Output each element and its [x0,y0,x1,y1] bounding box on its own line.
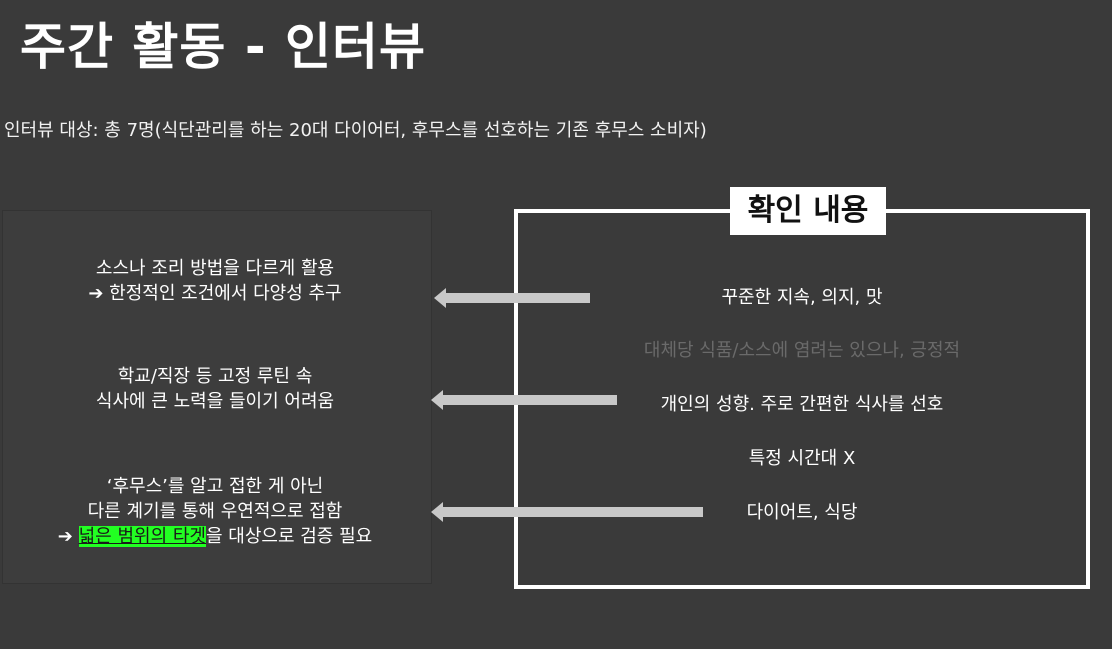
check-item-3: 개인의 성향. 주로 간편한 식사를 선호 [660,394,944,415]
finding-3-highlight: 넓은 범위의 타겟 [78,526,206,547]
arrow-left-icon [434,288,590,308]
finding-1-line-1: 소스나 조리 방법을 다르게 활용 [95,258,335,279]
finding-3-line-3: ➔ 넓은 범위의 타겟을 대상으로 검증 필요 [0,524,430,549]
finding-3-line-2: 다른 계기를 통해 우연적으로 접함 [87,501,343,522]
finding-3-arrow-prefix: ➔ [57,526,79,547]
finding-3-line-1: ‘후무스’를 알고 접한 게 아닌 [106,476,324,497]
arrow-left-icon [431,502,703,522]
finding-2: 학교/직장 등 고정 루틴 속 식사에 큰 노력을 들이기 어려움 [0,364,430,414]
check-box-title: 확인 내용 [730,187,886,235]
arrow-left-icon [431,390,617,410]
finding-3-suffix: 을 대상으로 검증 필요 [205,526,373,547]
findings-panel [2,210,432,584]
check-item-4: 특정 시간대 X [748,448,856,469]
finding-1-line-2: ➔ 한정적인 조건에서 다양성 추구 [88,283,342,304]
check-item-1: 꾸준한 지속, 의지, 맛 [721,287,883,308]
finding-1: 소스나 조리 방법을 다르게 활용 ➔ 한정적인 조건에서 다양성 추구 [0,256,430,306]
check-item-2: 대체당 식품/소스에 염려는 있으나, 긍정적 [643,340,961,361]
finding-3: ‘후무스’를 알고 접한 게 아닌 다른 계기를 통해 우연적으로 접함 ➔ 넓… [0,474,430,549]
finding-2-line-1: 학교/직장 등 고정 루틴 속 [117,366,313,387]
finding-2-line-2: 식사에 큰 노력을 들이기 어려움 [95,391,335,412]
check-item-5: 다이어트, 식당 [746,502,858,523]
page-title: 주간 활동 - 인터뷰 [20,18,426,76]
interview-subject-summary: 인터뷰 대상: 총 7명(식단관리를 하는 20대 다이어터, 후무스를 선호하… [4,120,707,141]
